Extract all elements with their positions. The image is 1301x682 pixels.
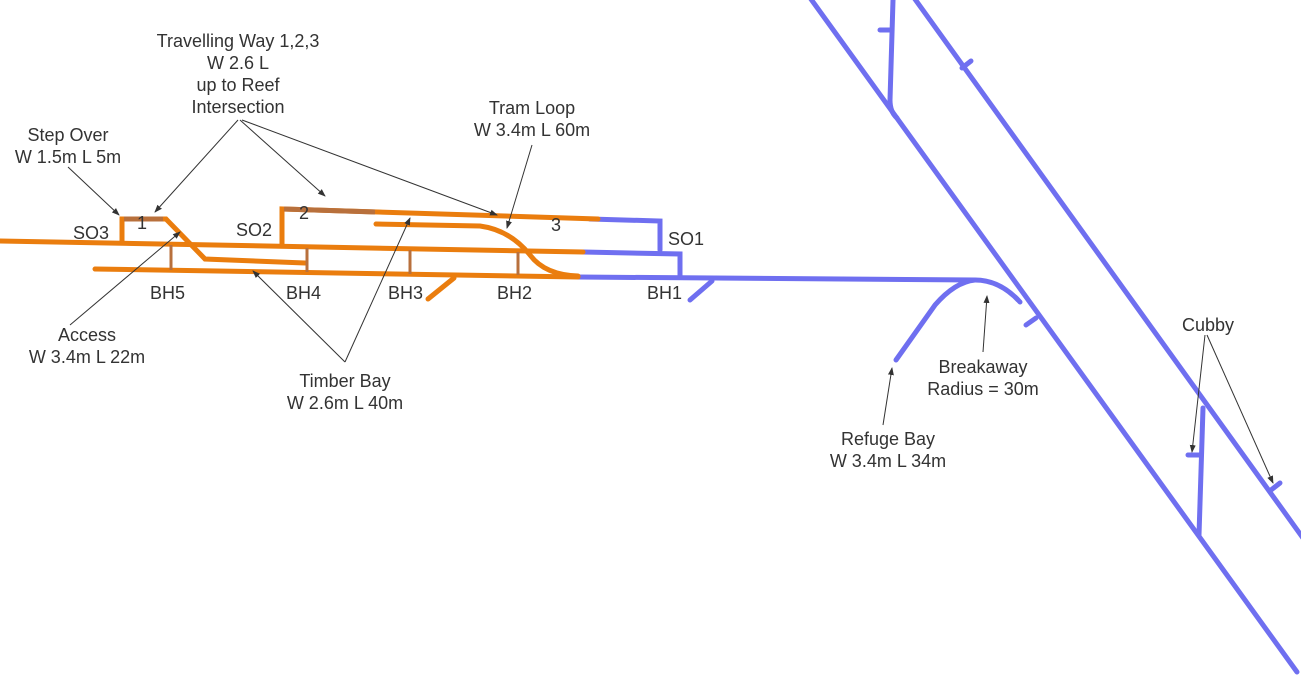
new-development [0,206,601,302]
so1-upper [587,216,663,253]
arrow-tram-loop [506,144,533,229]
arrow-breakaway [982,295,990,353]
bh3-stub [425,275,457,302]
tick-line-a [1023,315,1039,328]
label-line: Access [57,325,117,345]
segment-2 [283,206,376,215]
label-line: Step Over [27,125,109,145]
travelling-way-label: Travelling Way 1,2,3 W 2.6 L up to Reef … [157,30,320,118]
decline-line-b [912,0,1301,540]
bh1-stub [687,278,715,303]
travelling-way-segments [124,206,376,222]
breakaway-label: Breakaway Radius = 30m [927,356,1039,400]
number-2: 2 [299,203,310,223]
arrow-tw-2 [239,119,326,197]
so2-label: SO2 [236,220,273,240]
so1-label: SO1 [668,229,705,249]
travelling-way-top [279,206,601,249]
label-line: W 1.5m L 5m [14,147,122,167]
cubby-tick-top-right [959,58,974,71]
number-1: 1 [137,213,148,233]
so3-label: SO3 [73,223,110,243]
crosscut-top [887,0,900,121]
existing-workings [575,0,1301,675]
label-line: Timber Bay [299,371,391,391]
label-line: W 3.4m L 22m [28,347,146,367]
so3-step-over [119,216,308,266]
arrow-tw-1 [154,119,239,213]
arrow-step-over [67,166,120,216]
annotation-arrows [67,119,1274,484]
label-line: W 3.4m L 34m [829,451,947,471]
refuge-bay-label: Refuge Bay W 3.4m L 34m [830,428,946,472]
arrow-timber-2 [344,217,411,363]
bh4-label: BH4 [286,283,322,303]
cubby-tick-right [1268,480,1283,493]
label-line: W 3.4m L 60m [473,120,591,140]
bh1-label: BH1 [647,283,683,303]
arrow-access [69,231,181,326]
bh5-label: BH5 [150,283,186,303]
arrow-refuge [882,367,894,426]
timber-bay-label: Timber Bay W 2.6m L 40m [287,370,403,414]
so1-lower [580,249,683,280]
main-line [0,238,586,255]
tram-loop-label: Tram Loop W 3.4m L 60m [474,97,590,141]
arrow-timber-1 [252,270,346,363]
label-line: W 2.6m L 40m [286,393,404,413]
refuge-bay [893,277,978,363]
cubby-label: Cubby [1181,315,1235,335]
label-line: Travelling Way 1,2,3 [156,31,320,51]
label-line: Breakaway [938,357,1028,377]
number-3: 3 [551,215,562,235]
arrow-tw-3 [241,119,498,216]
lower-line [92,266,581,280]
label-line: Tram Loop [488,98,576,118]
label-line: up to Reef [196,75,280,95]
bh2-label: BH2 [497,283,533,303]
access-label: Access W 3.4m L 22m [29,324,145,368]
decline-line-a [808,0,1300,675]
tram-loop [373,221,581,279]
label-line: W 2.6 L [206,53,270,73]
label-line: Refuge Bay [840,429,936,449]
brattice-holes [169,245,520,275]
arrow-cubby-1 [1189,334,1206,453]
crosscut-bottom [1196,405,1206,538]
label-line: Radius = 30m [927,379,1039,399]
label-line: Intersection [191,97,285,117]
bh3-label: BH3 [388,283,424,303]
arrow-cubby-2 [1206,334,1274,484]
step-over-label: Step Over W 1.5m L 5m [15,124,121,168]
